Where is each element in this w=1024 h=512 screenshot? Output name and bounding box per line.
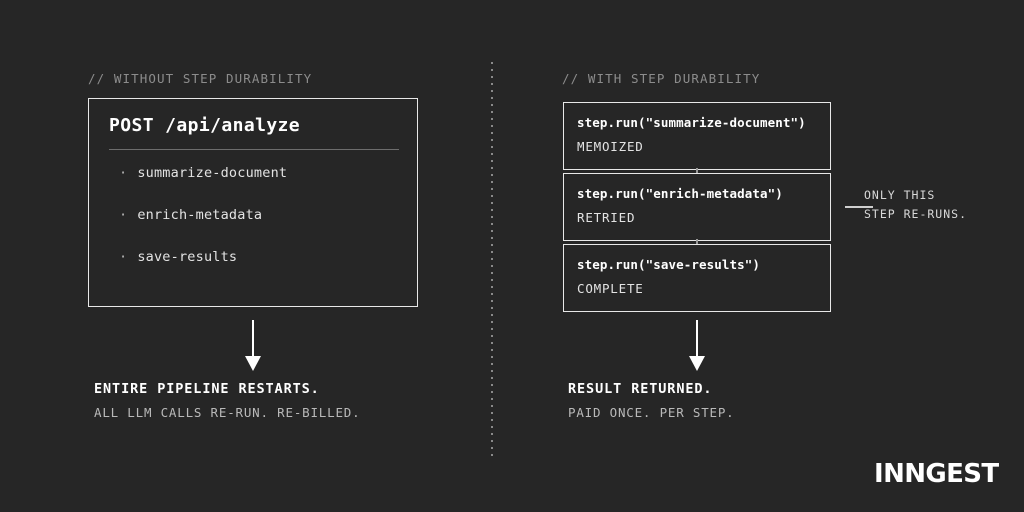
arrow-shaft <box>696 320 698 358</box>
pipeline-item: · save-results <box>119 249 237 265</box>
pipeline-item-label: enrich-metadata <box>137 207 263 223</box>
pipeline-item: · enrich-metadata <box>119 207 262 223</box>
inngest-logo: INNGEST <box>874 459 999 489</box>
arrow-head <box>689 356 705 371</box>
bullet-icon: · <box>119 207 128 223</box>
left-caption: ENTIRE PIPELINE RESTARTS. ALL LLM CALLS … <box>94 381 360 420</box>
step-box: step.run("enrich-metadata") RETRIED <box>563 173 831 241</box>
vertical-dotted-divider <box>491 62 493 460</box>
right-column-header: // WITH STEP DURABILITY <box>562 71 761 86</box>
left-column-header: // WITHOUT STEP DURABILITY <box>88 71 313 86</box>
pipeline-item-label: summarize-document <box>137 165 288 181</box>
left-caption-primary: ENTIRE PIPELINE RESTARTS. <box>94 381 320 397</box>
step-box: step.run("summarize-document") MEMOIZED <box>563 102 831 170</box>
step-connector <box>696 168 698 173</box>
step-status-badge: MEMOIZED <box>577 139 644 154</box>
step-status-badge: COMPLETE <box>577 281 644 296</box>
step-call-label: step.run("summarize-document") <box>577 115 806 130</box>
right-caption-secondary: PAID ONCE. PER STEP. <box>568 405 735 420</box>
right-caption-primary: RESULT RETURNED. <box>568 381 713 397</box>
arrow-head <box>245 356 261 371</box>
left-caption-secondary: ALL LLM CALLS RE-RUN. RE-BILLED. <box>94 405 361 420</box>
pipeline-item-label: save-results <box>137 249 238 265</box>
step-connector <box>696 239 698 244</box>
pipeline-divider <box>109 149 399 150</box>
step-box: step.run("save-results") COMPLETE <box>563 244 831 312</box>
pipeline-title: POST /api/analyze <box>109 115 301 136</box>
callout-line-1: ONLY THIS <box>864 188 936 202</box>
callout-line-2: STEP RE-RUNS. <box>864 207 968 221</box>
pipeline-item: · summarize-document <box>119 165 287 181</box>
callout-text: ONLY THIS STEP RE-RUNS. <box>864 186 967 224</box>
bullet-icon: · <box>119 165 128 181</box>
step-call-label: step.run("enrich-metadata") <box>577 186 783 201</box>
pipeline-card: POST /api/analyze · summarize-document · e… <box>88 98 418 307</box>
right-caption: RESULT RETURNED. PAID ONCE. PER STEP. <box>568 381 735 420</box>
bullet-icon: · <box>119 249 128 265</box>
arrow-shaft <box>252 320 254 358</box>
step-status-badge: RETRIED <box>577 210 636 225</box>
callout-leader-line <box>845 206 873 208</box>
step-call-label: step.run("save-results") <box>577 257 761 272</box>
